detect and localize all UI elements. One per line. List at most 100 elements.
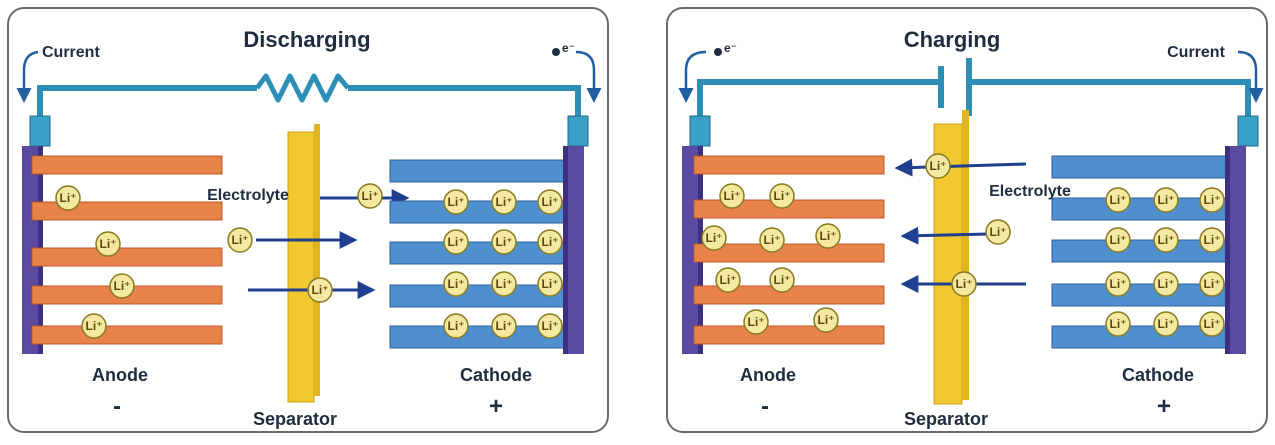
anode-layer [31, 247, 223, 267]
li-ion-icon: Li⁺ [537, 271, 563, 297]
cathode-collector-edge [563, 146, 568, 354]
svg-text:Li⁺: Li⁺ [496, 277, 513, 291]
svg-text:Li⁺: Li⁺ [1204, 277, 1221, 291]
svg-text:Li⁺: Li⁺ [774, 273, 791, 287]
electron-icon [714, 48, 722, 56]
electrolyte-label: Electrolyte [989, 183, 1071, 200]
panel-discharging: Discharging Current e⁻ Li⁺ [7, 7, 609, 433]
li-ion-icon: Li⁺ [443, 189, 469, 215]
li-ion-icon: Li⁺ [357, 183, 383, 209]
anode-layer [31, 325, 223, 345]
ion-flow: Li⁺ Li⁺ Li⁺ [894, 153, 1027, 297]
power-source-negative-plate [938, 66, 944, 108]
li-ion-icon: Li⁺ [985, 219, 1011, 245]
svg-text:Li⁺: Li⁺ [312, 283, 329, 297]
svg-text:Li⁺: Li⁺ [1110, 277, 1127, 291]
cathode-collector [1230, 146, 1246, 354]
external-circuit [29, 73, 589, 147]
cathode-label: Cathode [460, 365, 532, 385]
li-ion-icon: Li⁺ [537, 229, 563, 255]
li-ion-icon: Li⁺ [443, 271, 469, 297]
anode-label: Anode [740, 365, 796, 385]
li-ion-icon: Li⁺ [813, 307, 839, 333]
svg-text:Li⁺: Li⁺ [542, 235, 559, 249]
li-ion-icon: Li⁺ [1199, 271, 1225, 297]
cathode-collector-edge [1225, 146, 1230, 354]
svg-text:Li⁺: Li⁺ [1204, 317, 1221, 331]
li-ion-icon: Li⁺ [109, 273, 135, 299]
li-ion-icon: Li⁺ [55, 185, 81, 211]
svg-text:Li⁺: Li⁺ [86, 319, 103, 333]
svg-text:Li⁺: Li⁺ [496, 319, 513, 333]
li-ion-icon: Li⁺ [701, 225, 727, 251]
svg-text:Li⁺: Li⁺ [496, 195, 513, 209]
wire [348, 85, 581, 120]
svg-text:Li⁺: Li⁺ [956, 277, 973, 291]
svg-text:Li⁺: Li⁺ [60, 191, 77, 205]
svg-text:Li⁺: Li⁺ [1158, 277, 1175, 291]
separator-edge [314, 124, 320, 396]
li-ion-icon: Li⁺ [491, 229, 517, 255]
cathode-layer [389, 159, 577, 183]
li-ion-icon: Li⁺ [1153, 227, 1179, 253]
current-label: Current [42, 44, 100, 61]
li-ion-icon: Li⁺ [719, 183, 745, 209]
li-ion-icon: Li⁺ [1105, 311, 1131, 337]
cathode-terminal [1237, 115, 1259, 147]
wire [697, 79, 940, 120]
current-arrow [1237, 50, 1264, 103]
li-ion-icon: Li⁺ [227, 227, 253, 253]
anode-ions: Li⁺ Li⁺ Li⁺ Li⁺ Li⁺ Li⁺ Li⁺ Li⁺ Li⁺ [701, 183, 841, 335]
svg-text:Li⁺: Li⁺ [818, 313, 835, 327]
li-ion-icon: Li⁺ [815, 223, 841, 249]
svg-text:Li⁺: Li⁺ [990, 225, 1007, 239]
svg-text:Li⁺: Li⁺ [542, 277, 559, 291]
separator-label: Separator [904, 409, 988, 429]
electrolyte-label: Electrolyte [207, 187, 289, 204]
cathode-layer [1051, 155, 1237, 179]
svg-text:Li⁺: Li⁺ [448, 319, 465, 333]
li-ion-icon: Li⁺ [1153, 311, 1179, 337]
separator-edge [962, 110, 969, 400]
li-ion-icon: Li⁺ [1199, 227, 1225, 253]
li-ion-icon: Li⁺ [443, 313, 469, 339]
cathode-sign: + [1157, 393, 1171, 420]
cathode-collector [568, 146, 584, 354]
li-ion-icon: Li⁺ [769, 267, 795, 293]
cathode-terminal [567, 115, 589, 147]
svg-text:Li⁺: Li⁺ [448, 195, 465, 209]
svg-text:Li⁺: Li⁺ [720, 273, 737, 287]
li-ion-icon: Li⁺ [951, 271, 977, 297]
external-circuit [689, 58, 1259, 147]
li-ion-icon: Li⁺ [443, 229, 469, 255]
li-ion-icon: Li⁺ [743, 309, 769, 335]
ion-arrow [900, 226, 989, 245]
current-arrow [16, 50, 39, 103]
anode-layer [31, 155, 223, 175]
li-ion-icon: Li⁺ [95, 231, 121, 257]
svg-text:Li⁺: Li⁺ [448, 235, 465, 249]
wire [37, 85, 257, 120]
anode-sign: - [113, 393, 121, 420]
electron-arrow [678, 50, 707, 103]
li-ion-icon: Li⁺ [715, 267, 741, 293]
power-source-positive-plate [966, 58, 972, 116]
svg-text:Li⁺: Li⁺ [114, 279, 131, 293]
svg-text:Li⁺: Li⁺ [542, 195, 559, 209]
li-ion-icon: Li⁺ [491, 313, 517, 339]
anode-layer [693, 325, 885, 345]
li-ion-icon: Li⁺ [537, 189, 563, 215]
svg-text:Li⁺: Li⁺ [1158, 317, 1175, 331]
svg-text:Li⁺: Li⁺ [496, 235, 513, 249]
li-ion-icon: Li⁺ [1153, 187, 1179, 213]
svg-text:Li⁺: Li⁺ [448, 277, 465, 291]
li-ion-icon: Li⁺ [81, 313, 107, 339]
li-ion-icon: Li⁺ [1199, 311, 1225, 337]
svg-text:Li⁺: Li⁺ [930, 159, 947, 173]
svg-text:Li⁺: Li⁺ [820, 229, 837, 243]
cathode-ions: Li⁺ Li⁺ Li⁺ Li⁺ Li⁺ Li⁺ Li⁺ Li⁺ Li⁺ Li⁺ … [1105, 187, 1225, 337]
svg-text:Li⁺: Li⁺ [1110, 233, 1127, 247]
svg-text:Li⁺: Li⁺ [764, 233, 781, 247]
anode-terminal [29, 115, 51, 147]
